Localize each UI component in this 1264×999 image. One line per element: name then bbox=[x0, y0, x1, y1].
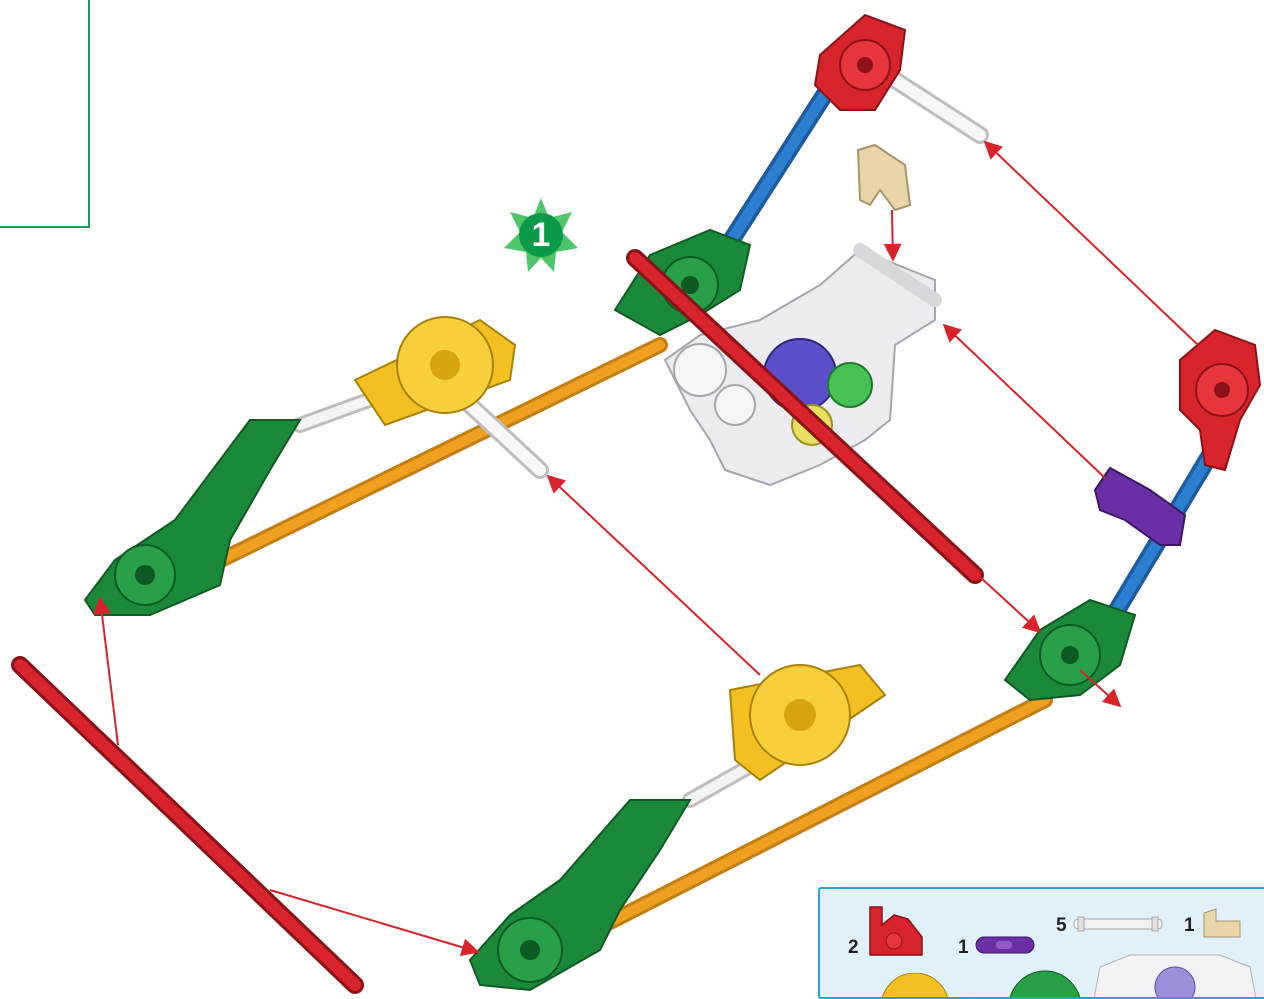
qty-white-rod: 5 bbox=[1056, 915, 1067, 937]
green-connector-front bbox=[1005, 600, 1135, 700]
motor-gearbox-icon bbox=[1090, 947, 1260, 999]
red-corner-connector-right bbox=[1180, 330, 1260, 470]
qty-tan-connector: 1 bbox=[1184, 915, 1195, 937]
arrow-rod-to-green-left bbox=[100, 598, 118, 745]
arrow-purple-clip bbox=[944, 325, 1105, 478]
green-connector-left bbox=[85, 420, 300, 615]
parts-panel: 2 1 5 1 bbox=[818, 887, 1264, 999]
green-connector-back bbox=[615, 230, 750, 335]
tan-connector bbox=[858, 145, 910, 210]
qty-red-corner-connector: 2 bbox=[848, 937, 859, 959]
purple-clip bbox=[1095, 468, 1185, 545]
red-corner-connector-top bbox=[815, 15, 905, 110]
page-frame-corner bbox=[0, 0, 90, 228]
qty-purple-clip: 1 bbox=[958, 937, 969, 959]
yellow-gear-icon bbox=[870, 973, 960, 999]
yellow-gear-bottom bbox=[730, 665, 885, 780]
yellow-gear-top bbox=[355, 317, 515, 425]
step-number: 1 bbox=[504, 198, 578, 272]
white-rod-icon bbox=[1072, 915, 1164, 933]
arrow-axle-to-front bbox=[980, 577, 1040, 632]
white-rod-top bbox=[895, 80, 980, 135]
red-corner-connector-icon bbox=[864, 903, 926, 959]
arrow-red-corner bbox=[985, 142, 1198, 345]
arrow-gear-rod bbox=[548, 476, 760, 675]
red-rod-loose bbox=[20, 665, 355, 985]
tan-connector-icon bbox=[1202, 907, 1242, 941]
arrow-tan-connector bbox=[892, 210, 893, 260]
step-badge: 1 bbox=[504, 198, 578, 272]
purple-clip-icon bbox=[974, 933, 1036, 957]
